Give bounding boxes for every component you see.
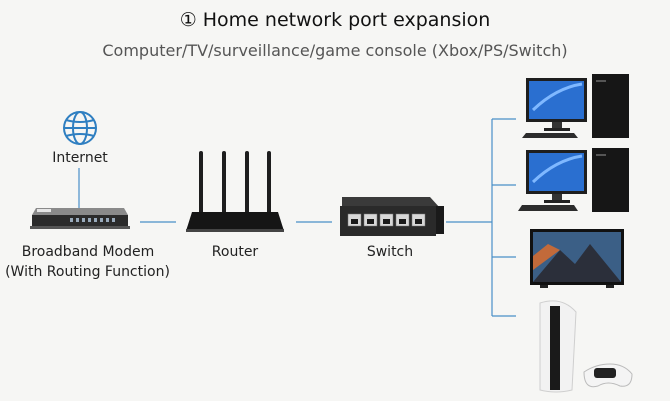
internet-label: Internet — [52, 150, 108, 166]
diagram-subtitle: Computer/TV/surveillance/game console (X… — [102, 41, 568, 60]
diagram-title: ① Home network port expansion — [179, 9, 491, 31]
desktop-pc-icon — [522, 74, 629, 138]
desktop-pc-icon — [518, 148, 629, 212]
router-label: Router — [211, 244, 259, 260]
switch-icon — [340, 197, 444, 236]
globe-icon — [63, 111, 97, 145]
modem-label-line2: (With Routing Function) — [5, 264, 170, 280]
modem-label-line1: Broadband Modem — [21, 244, 155, 260]
router-icon — [186, 151, 284, 232]
modem-icon — [30, 208, 130, 229]
game-console-icon — [539, 300, 633, 393]
connection-lines — [78, 118, 516, 317]
tv-icon — [530, 229, 624, 288]
switch-label: Switch — [366, 244, 414, 260]
